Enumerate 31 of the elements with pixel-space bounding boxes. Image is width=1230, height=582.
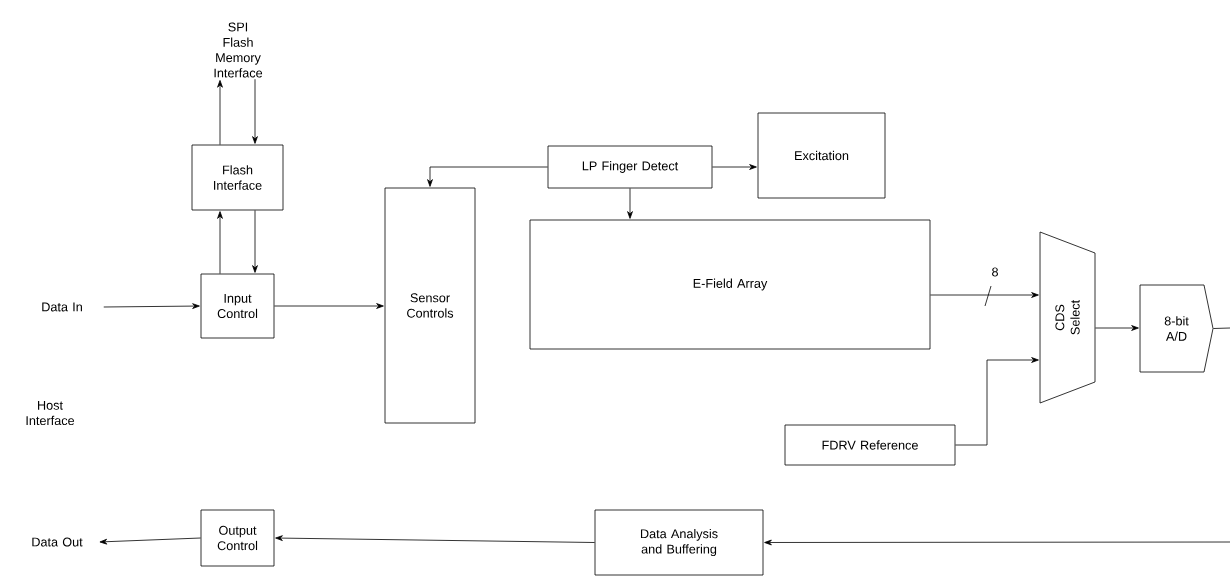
arrow bbox=[274, 303, 384, 309]
signal-label: Data Out bbox=[32, 537, 83, 547]
arrow bbox=[103, 303, 200, 309]
arrow bbox=[712, 164, 757, 170]
edge-label: 8 bbox=[990, 266, 1000, 278]
arrow bbox=[1095, 325, 1139, 331]
block-box: Data Analysis and Buffering bbox=[594, 509, 764, 576]
block-box: Input Control bbox=[200, 273, 275, 339]
block-box: Output Control bbox=[200, 509, 275, 567]
arrow bbox=[955, 357, 1039, 446]
block-box: E-Field Array bbox=[529, 219, 931, 350]
block-box: Excitation bbox=[757, 112, 886, 199]
arrow bbox=[217, 80, 223, 145]
converter-block: 8-bit A/D bbox=[1139, 284, 1214, 373]
arrow bbox=[217, 211, 223, 274]
arrow bbox=[427, 166, 548, 187]
text-label: Host Interface bbox=[26, 400, 75, 426]
signal-label: SPI Flash Memory Interface bbox=[214, 22, 263, 78]
arrow bbox=[275, 535, 595, 543]
arrow bbox=[627, 188, 633, 219]
arrow bbox=[930, 292, 1039, 298]
arrow bbox=[764, 539, 1230, 546]
block-box: Sensor Controls bbox=[384, 187, 476, 424]
multiplexer-block: CDS Select bbox=[1039, 231, 1096, 404]
arrow bbox=[252, 78, 258, 144]
arrow bbox=[252, 210, 258, 273]
arrow bbox=[99, 537, 201, 545]
block-box: Flash Interface bbox=[191, 144, 284, 211]
block-box: LP Finger Detect bbox=[547, 145, 713, 189]
block-box: FDRV Reference bbox=[784, 424, 956, 466]
signal-label: Data In bbox=[42, 302, 82, 312]
